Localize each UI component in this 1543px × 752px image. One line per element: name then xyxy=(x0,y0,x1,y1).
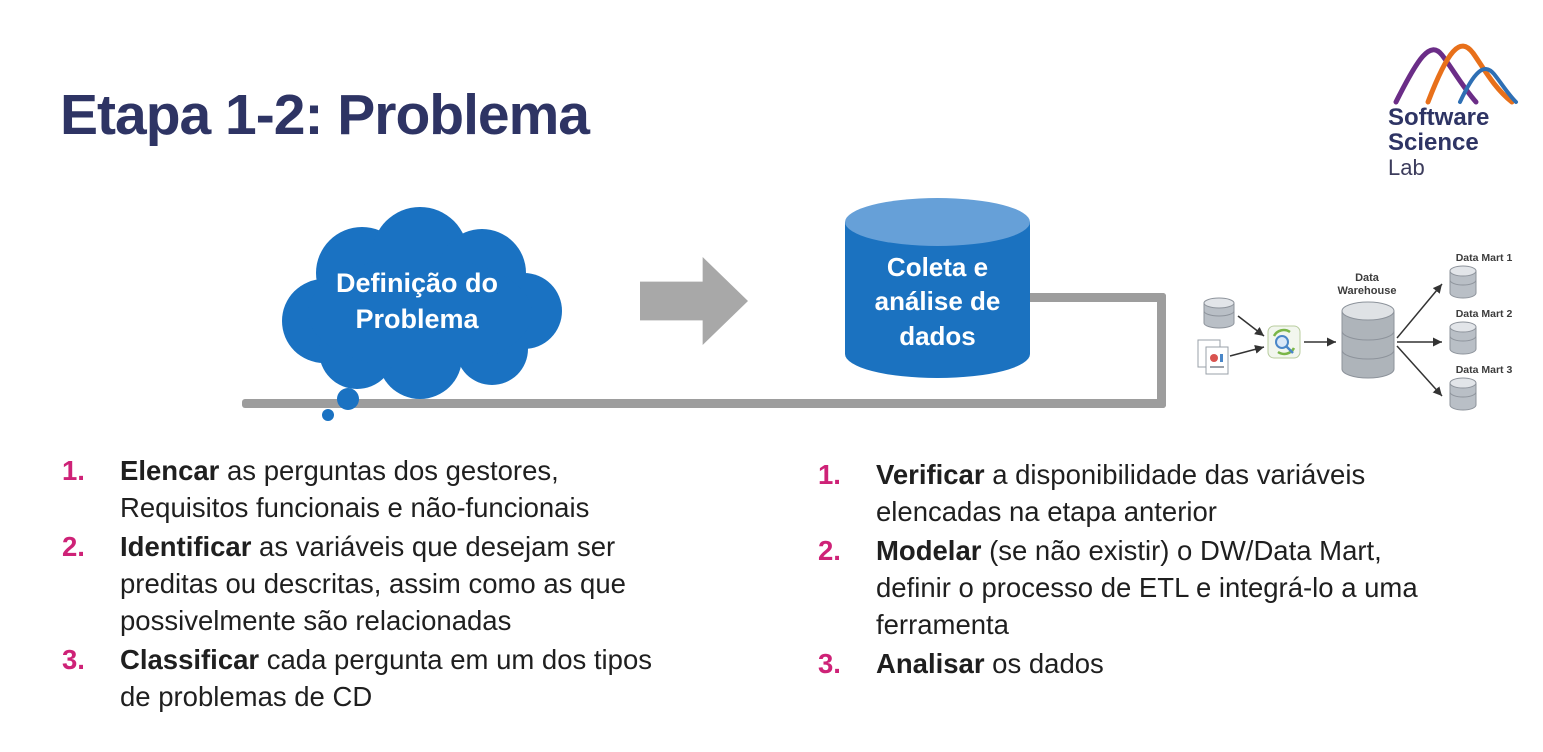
cloud-label: Definição do Problema xyxy=(335,268,498,335)
page-title: Etapa 1-2: Problema xyxy=(60,83,590,147)
right-numbered-list: 1. Verificar a disponibilidade das variá… xyxy=(818,456,1488,684)
list-text: Identificar as variáveis que desejam ser… xyxy=(120,531,626,636)
list-number: 3. xyxy=(818,648,841,679)
left-numbered-list: 1. Elencar as perguntas dos gestores, Re… xyxy=(62,452,722,717)
connector-segment-top xyxy=(1024,293,1166,302)
cloud-shape-icon xyxy=(282,207,562,421)
list-item: 2. Modelar (se não existir) o DW/Data Ma… xyxy=(818,532,1488,643)
data-warehouse-diagram-icon xyxy=(1197,265,1477,411)
logo-text-software: Software xyxy=(1388,104,1490,131)
logo-text-lab: Lab xyxy=(1388,154,1425,180)
connector-segment-vertical xyxy=(1157,293,1166,408)
connector-segment-bottom xyxy=(242,399,1166,408)
cylinder-label: Coleta e análise de dados xyxy=(874,252,1001,351)
data-collection-cylinder: Coleta e análise de dados xyxy=(845,198,1030,380)
etl-process-icon xyxy=(1267,325,1301,359)
source-database-icon xyxy=(1203,297,1235,329)
list-number: 1. xyxy=(62,455,85,486)
list-text: Classificar cada pergunta em um dos tipo… xyxy=(120,644,652,712)
list-item: 1. Verificar a disponibilidade das variá… xyxy=(818,456,1488,530)
data-mart-icon xyxy=(1449,377,1477,411)
list-item: 3. Classificar cada pergunta em um dos t… xyxy=(62,641,722,715)
data-mart-label: Data Mart 3 xyxy=(1455,364,1513,376)
list-item: 2. Identificar as variáveis que desejam … xyxy=(62,528,722,639)
data-mart-label: Data Mart 1 xyxy=(1455,252,1513,264)
list-text: Analisar os dados xyxy=(876,648,1104,679)
list-text: Modelar (se não existir) o DW/Data Mart,… xyxy=(876,535,1418,640)
source-documents-icon xyxy=(1197,339,1229,375)
list-number: 1. xyxy=(818,459,841,490)
problem-definition-cloud: Definição do Problema xyxy=(262,203,572,425)
cylinder-body xyxy=(845,222,1030,378)
list-item: 3. Analisar os dados xyxy=(818,645,1488,682)
flow-arrow-icon xyxy=(640,257,748,345)
warehouse-cylinder-icon xyxy=(1341,301,1395,379)
logo-text-science: Science xyxy=(1388,128,1479,156)
software-science-lab-logo: Software Science Lab xyxy=(1388,30,1528,180)
data-mart-label: Data Mart 2 xyxy=(1455,308,1513,320)
data-mart-icon xyxy=(1449,265,1477,299)
list-text: Verificar a disponibilidade das variávei… xyxy=(876,459,1366,527)
data-warehouse-diagram: Data Warehouse Data Mart 1 Data Mart 2 D… xyxy=(1192,246,1537,428)
data-mart-icon xyxy=(1449,321,1477,355)
list-item: 1. Elencar as perguntas dos gestores, Re… xyxy=(62,452,722,526)
list-number: 2. xyxy=(818,535,841,566)
list-number: 3. xyxy=(62,644,85,675)
list-number: 2. xyxy=(62,531,85,562)
warehouse-label: Data Warehouse xyxy=(1337,272,1397,298)
list-text: Elencar as perguntas dos gestores, Requi… xyxy=(120,455,590,523)
cylinder-top-ellipse xyxy=(845,198,1030,246)
logo-mountains-icon xyxy=(1393,43,1518,105)
